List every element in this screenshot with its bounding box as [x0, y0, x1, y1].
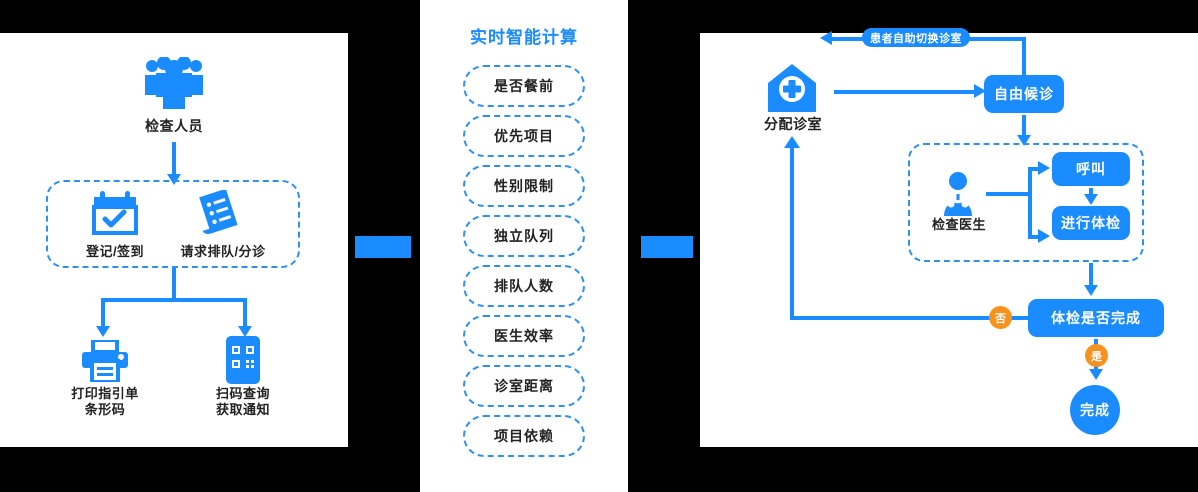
label-register-signin: 登记/签到: [85, 244, 145, 259]
split-arrow-bar: [101, 298, 247, 302]
free-to-doctor-arrowhead: [1017, 135, 1031, 146]
label-exam-doctor: 检查医生: [931, 217, 986, 232]
label-inspection-staff: 检查人员: [145, 118, 203, 134]
doctor-branch-top: [1028, 167, 1042, 171]
node-free-waiting[interactable]: 自由候诊: [984, 75, 1064, 113]
factor-item[interactable]: 诊室距离: [463, 365, 585, 407]
doctor-branch-top-arrowhead: [1038, 161, 1050, 175]
calendar-check-icon: [92, 191, 138, 235]
call-to-exam-arrowhead: [1084, 194, 1098, 205]
connector-bar-right: [641, 236, 693, 258]
node-perform-exam[interactable]: 进行体检: [1052, 206, 1130, 240]
exam-to-decision-line: [1089, 263, 1093, 287]
no-branch-horizontal: [790, 316, 1030, 320]
free-to-doctor-line: [1022, 115, 1026, 137]
factor-item[interactable]: 独立队列: [463, 215, 585, 257]
node-exam-complete-decision[interactable]: 体检是否完成: [1028, 299, 1164, 337]
arrow-people-to-group: [167, 142, 181, 185]
doctor-branch-stem: [986, 192, 1032, 196]
doctor-branch-bottom-arrowhead: [1038, 229, 1050, 243]
dashed-group-doctor: [908, 143, 1144, 262]
exam-to-decision-arrowhead: [1084, 285, 1098, 296]
doctor-icon: [944, 172, 972, 216]
label-scan-query-notice: 扫码查询 获取通知: [215, 386, 270, 418]
hospital-to-free-line: [834, 90, 976, 94]
no-branch-vertical: [790, 148, 794, 320]
factor-item[interactable]: 优先项目: [463, 115, 585, 157]
node-call[interactable]: 呼叫: [1052, 152, 1130, 186]
factor-item[interactable]: 医生效率: [463, 315, 585, 357]
factor-item[interactable]: 性别限制: [463, 165, 585, 207]
badge-yes: 是: [1085, 344, 1108, 367]
no-branch-arrowhead: [784, 136, 800, 148]
dashed-group-registration: [46, 180, 300, 268]
printer-icon: [82, 340, 128, 382]
factor-list: 是否餐前 优先项目 性别限制 独立队列 排队人数 医生效率 诊室距离 项目依赖: [463, 65, 585, 465]
hospital-to-free-arrowhead: [974, 84, 986, 98]
badge-no: 否: [989, 306, 1012, 329]
realtime-compute-title: 实时智能计算: [470, 28, 578, 47]
node-finish[interactable]: 完成: [1070, 385, 1120, 435]
split-arrow-right: [238, 298, 252, 337]
phone-qr-icon: [226, 336, 260, 384]
call-to-exam-line: [1089, 188, 1093, 196]
feedback-arrowhead: [820, 31, 832, 45]
yes-branch-arrowhead: [1089, 369, 1103, 380]
connector-bar-left: [355, 236, 411, 258]
people-group-icon: [145, 57, 203, 109]
label-patient-self-switch-room: 患者自助切换诊室: [862, 28, 970, 47]
factor-item[interactable]: 排队人数: [463, 265, 585, 307]
doctor-branch-vertical: [1028, 167, 1032, 239]
feedback-line-vertical: [1022, 37, 1026, 77]
hospital-cross-icon: [768, 64, 816, 112]
label-print-guide-barcode: 打印指引单 条形码: [71, 386, 139, 418]
label-queue-triage: 请求排队/分诊: [180, 244, 266, 259]
factor-item[interactable]: 是否餐前: [463, 65, 585, 107]
label-assign-clinic-room: 分配诊室: [764, 116, 822, 132]
factor-item[interactable]: 项目依赖: [463, 415, 585, 457]
doctor-branch-bottom: [1028, 235, 1042, 239]
split-arrow-stem: [172, 268, 176, 300]
split-arrow-left: [96, 298, 110, 337]
clipboard-list-icon: [199, 190, 238, 235]
